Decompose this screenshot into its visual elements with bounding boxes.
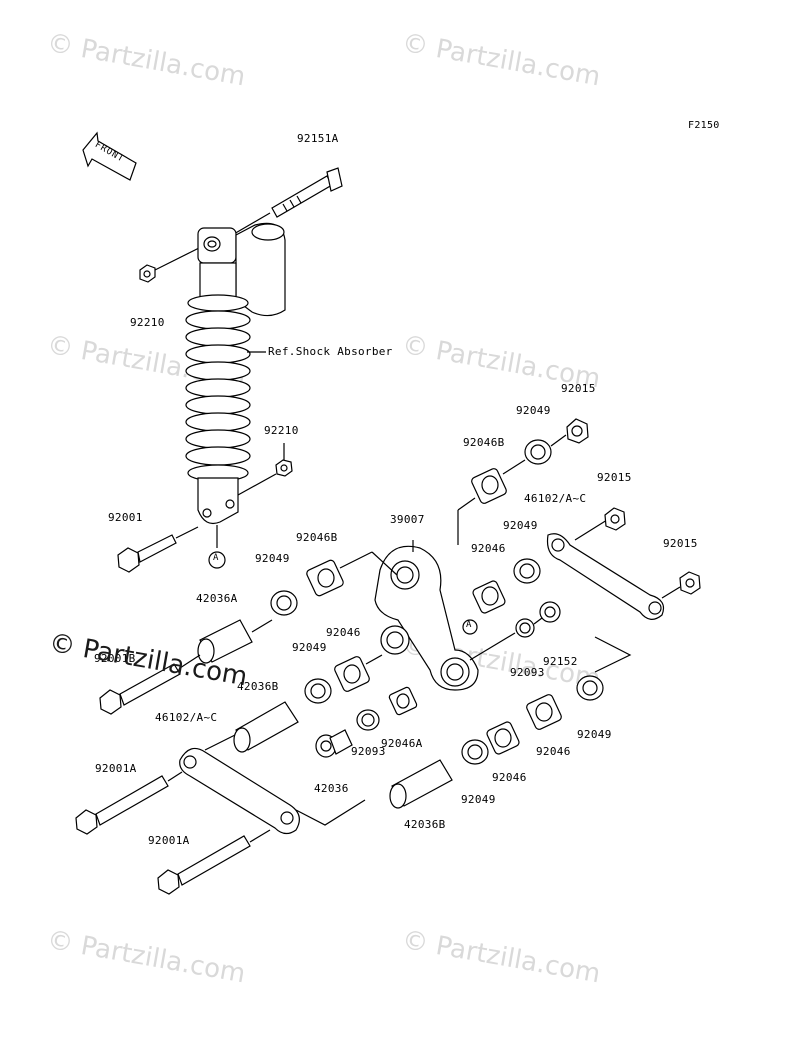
- part-label[interactable]: 92001B: [94, 652, 136, 665]
- spacer-92152: [469, 601, 561, 661]
- part-label[interactable]: 46102/A~C: [155, 711, 218, 724]
- part-label[interactable]: 92046: [492, 771, 527, 784]
- collar-42036b: [233, 701, 299, 753]
- part-label[interactable]: 92001A: [148, 834, 190, 847]
- washer-bushing-lower: [461, 721, 520, 765]
- part-label[interactable]: 42036B: [404, 818, 446, 831]
- part-label[interactable]: 92049: [577, 728, 612, 741]
- part-label[interactable]: 92046: [471, 542, 506, 555]
- part-label[interactable]: 92015: [597, 471, 632, 484]
- part-label[interactable]: 92015: [561, 382, 596, 395]
- washer-bushing-right: [526, 675, 604, 730]
- part-label[interactable]: 92049: [461, 793, 496, 806]
- callout-a: A: [466, 620, 472, 630]
- rocker-arm-39007: [374, 540, 479, 691]
- part-label[interactable]: 92049: [503, 519, 538, 532]
- part-label[interactable]: 46102/A~C: [524, 492, 587, 505]
- bushing-92046: [472, 580, 506, 614]
- part-label[interactable]: 39007: [390, 513, 425, 526]
- collar-42036: [315, 729, 353, 758]
- collar-42036b-lower: [295, 759, 453, 826]
- part-label[interactable]: 42036A: [196, 592, 238, 605]
- upper-right-bushings: [457, 418, 589, 545]
- part-label[interactable]: 92046: [536, 745, 571, 758]
- callout-a-circle: [208, 551, 226, 569]
- part-label[interactable]: 92046B: [296, 531, 338, 544]
- bushing-92046b: [306, 551, 373, 597]
- collar-42036a: [197, 619, 273, 664]
- part-label[interactable]: 92049: [516, 404, 551, 417]
- part-label[interactable]: 92015: [663, 537, 698, 550]
- part-label[interactable]: 92001: [108, 511, 143, 524]
- bolt-92001: [117, 526, 199, 573]
- callout-a-circle-2: [462, 619, 478, 635]
- washer-92049-left: [270, 590, 298, 616]
- bolt-92001b: [99, 654, 201, 715]
- part-label[interactable]: 42036B: [237, 680, 279, 693]
- part-label[interactable]: 92210: [264, 424, 299, 437]
- part-label[interactable]: 92093: [510, 666, 545, 679]
- callout-a: A: [213, 553, 219, 563]
- part-label[interactable]: 92046A: [381, 737, 423, 750]
- figure-code: F2150: [688, 120, 720, 131]
- washer-92049: [513, 558, 541, 584]
- part-label[interactable]: 92049: [292, 641, 327, 654]
- reference-shock-absorber-label: Ref.Shock Absorber: [268, 345, 393, 358]
- part-label[interactable]: 92046B: [463, 436, 505, 449]
- bolt-92001a: [75, 771, 183, 835]
- part-label[interactable]: 42036: [314, 782, 349, 795]
- front-arrow-icon: [82, 131, 137, 181]
- part-label[interactable]: 92151A: [297, 132, 339, 145]
- part-label[interactable]: 92093: [351, 745, 386, 758]
- nut-92210: [139, 244, 206, 283]
- shock-absorber: [185, 222, 286, 548]
- connector-line: [594, 636, 632, 673]
- part-label[interactable]: 92152: [543, 655, 578, 668]
- part-label[interactable]: 92049: [255, 552, 290, 565]
- bolt-92151a: [214, 167, 343, 246]
- bolt-92001a-lower: [157, 829, 271, 895]
- part-label[interactable]: 92046: [326, 626, 361, 639]
- part-label[interactable]: 92001A: [95, 762, 137, 775]
- part-label[interactable]: 92210: [130, 316, 165, 329]
- nut-92210-lower: [237, 443, 293, 496]
- tie-rod-46102-lower: [179, 734, 300, 835]
- tie-rod-46102: [546, 507, 701, 620]
- bushing-92046a: [356, 686, 418, 731]
- bushing-92046-mid: [304, 654, 383, 704]
